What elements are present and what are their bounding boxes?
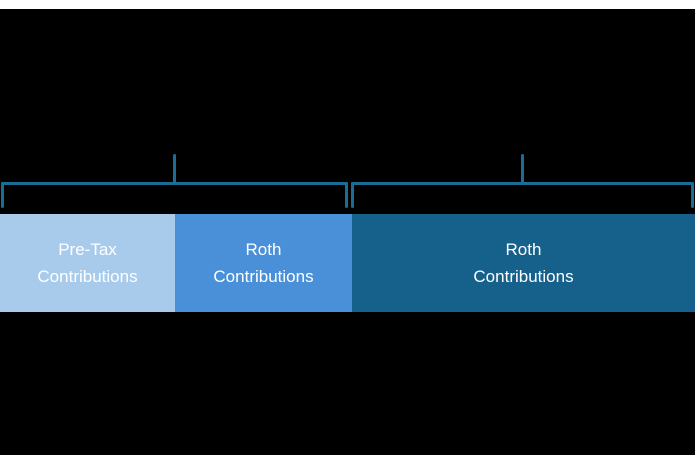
bracket-roth-only <box>351 154 694 214</box>
baseline-rule <box>2 384 693 387</box>
bracket-rail <box>351 182 694 185</box>
segment-label-line-2: Contributions <box>213 267 314 286</box>
bracket-pre-tax-and-roth <box>1 154 348 214</box>
bracket-right-end-tick-icon <box>691 182 694 208</box>
bracket-right-end-tick-icon <box>345 182 348 208</box>
bracket-center-tick-icon <box>173 154 176 185</box>
bar-segment-roth-contributions[interactable]: Roth Contributions <box>175 214 352 312</box>
bracket-left-end-tick-icon <box>351 182 354 208</box>
segment-label-line-1: Pre-Tax <box>58 239 117 259</box>
bar-segment-roth-contributions-alt[interactable]: Roth Contributions <box>352 214 695 312</box>
bracket-left-end-tick-icon <box>1 182 4 208</box>
segmented-bar: Pre-Tax Contributions Roth Contributions… <box>0 214 695 312</box>
bracket-center-tick-icon <box>521 154 524 185</box>
segment-label-line-2: Contributions <box>37 267 138 286</box>
bar-segment-pre-tax-contributions[interactable]: Pre-Tax Contributions <box>0 214 175 312</box>
diagram-stage: Pre-Tax Contributions Roth Contributions… <box>0 9 695 455</box>
bracket-rail <box>1 182 348 185</box>
segment-label-line-2: Contributions <box>473 267 574 286</box>
segment-label-line-1: Roth <box>245 239 282 259</box>
segment-label-line-1: Roth <box>505 239 542 259</box>
